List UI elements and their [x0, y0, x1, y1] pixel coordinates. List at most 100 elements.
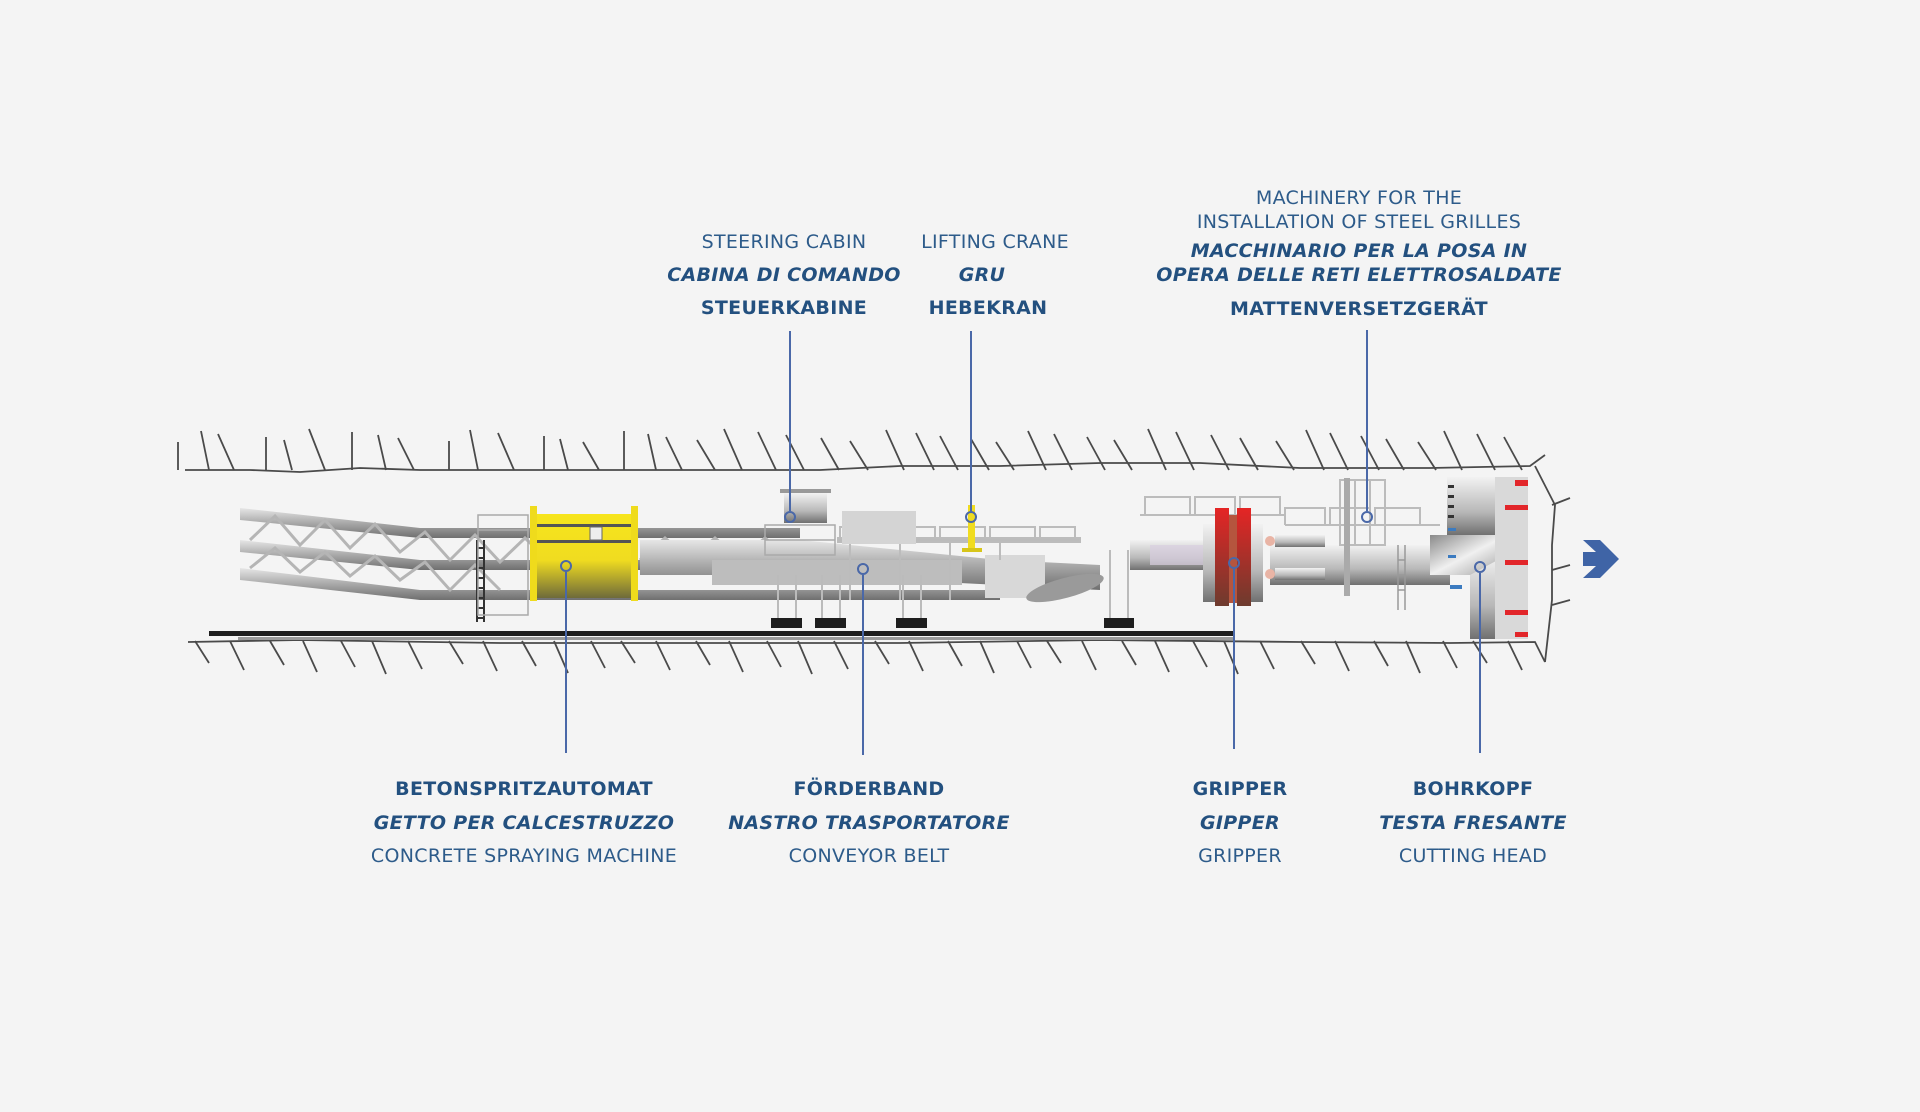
rock-hatch — [1147, 428, 1167, 471]
label-it: GETTO PER CALCESTRUZZO — [373, 812, 675, 834]
rock-hatch — [1239, 437, 1259, 471]
rock-hatch — [1192, 640, 1208, 668]
rock-hatch — [1334, 640, 1350, 672]
rock-hatch — [647, 433, 657, 471]
rock-hatch — [1275, 440, 1295, 471]
label-en: MACHINERY FOR THE — [1255, 187, 1463, 209]
rock-hatch — [885, 429, 905, 471]
rock-hatch — [728, 640, 744, 673]
rock-hatch — [833, 640, 849, 670]
label-concrete-spraying: BETONSPRITZAUTOMAT GETTO PER CALCESTRUZZ… — [371, 777, 677, 868]
label-en: GRIPPER — [1198, 845, 1282, 867]
rock-hatch — [1305, 429, 1325, 471]
label-cutting-head: BOHRKOPF TESTA FRESANTE CUTTING HEAD — [1379, 777, 1566, 868]
label-it: TESTA FRESANTE — [1379, 812, 1567, 834]
label-it: GIPPER — [1200, 812, 1280, 834]
label-en: CONCRETE SPRAYING MACHINE — [370, 845, 678, 867]
label-de: FÖRDERBAND — [793, 778, 945, 800]
rock-hatch — [407, 640, 423, 670]
label-gripper: GRIPPER GIPPER GRIPPER — [1193, 777, 1288, 868]
label-it: CABINA DI COMANDO — [667, 264, 901, 286]
tunnel-face — [1534, 465, 1571, 663]
rock-hatch — [1081, 640, 1097, 671]
label-de: HEBEKRAN — [928, 297, 1048, 319]
rock-hatch — [1210, 434, 1230, 471]
rock-hatch — [371, 640, 387, 675]
label-en: CONVEYOR BELT — [788, 845, 950, 867]
rock-hatch — [620, 640, 636, 664]
rock-hatch — [308, 428, 326, 471]
rock-hatch — [785, 434, 805, 471]
rock-hatch — [582, 441, 600, 471]
rock-hatch — [1417, 441, 1437, 471]
rock-hatch — [1503, 436, 1523, 471]
rock-hatch — [482, 640, 498, 672]
rock-hatch — [995, 441, 1015, 471]
rock-hatch — [757, 431, 777, 471]
rock-hatch — [229, 640, 245, 671]
rear-railings — [1140, 479, 1440, 546]
label-steel-grilles: MACHINERY FOR THE INSTALLATION OF STEEL … — [1156, 186, 1561, 321]
label-en: LIFTING CRANE — [921, 231, 1069, 253]
rock-hatch — [1300, 640, 1316, 665]
label-it: OPERA DELLE RETI ELETTROSALDATE — [1156, 264, 1562, 286]
rock-hatch — [947, 640, 963, 667]
rock-hatch — [1053, 433, 1073, 471]
label-conveyor-belt: FÖRDERBAND NASTRO TRASPORTATORE CONVEYOR… — [728, 777, 1010, 868]
rock-hatch — [939, 435, 959, 471]
rock-hatch — [269, 640, 285, 666]
label-de: STEUERKABINE — [700, 297, 868, 319]
bogies — [771, 550, 1134, 628]
rail — [209, 631, 1234, 636]
rock-hatch — [1223, 640, 1239, 675]
conveyor-belt — [640, 540, 1100, 598]
rock-hatch — [1476, 433, 1496, 471]
rock-hatch — [1329, 432, 1349, 471]
rock-hatch — [970, 438, 990, 471]
rock-hatch — [200, 430, 210, 471]
rock-hatch — [1113, 439, 1133, 471]
label-lifting-crane: LIFTING CRANE GRU HEBEKRAN — [921, 230, 1069, 320]
rock-hatch — [497, 432, 515, 471]
label-steering-cabin: STEERING CABIN CABINA DI COMANDO STEUERK… — [667, 230, 901, 320]
label-it: MACCHINARIO PER LA POSA IN — [1190, 240, 1528, 262]
rock-hatch — [397, 437, 415, 471]
arrow-right-icon — [1583, 540, 1619, 578]
rock-hatch — [915, 432, 935, 471]
label-de: BOHRKOPF — [1412, 778, 1534, 800]
rock-hatch — [696, 439, 716, 471]
rock-hatch — [1027, 430, 1047, 471]
rock-hatch — [1175, 431, 1195, 471]
rock-hatch — [1385, 438, 1405, 471]
rock-hatch — [1259, 640, 1275, 670]
rock-hatch — [766, 640, 782, 668]
rock-hatch — [559, 438, 569, 471]
label-en: CUTTING HEAD — [1398, 845, 1548, 867]
rock-hatch — [1443, 430, 1463, 471]
rock-hatch — [665, 436, 683, 471]
rock-hatch — [217, 433, 235, 471]
rock-hatch — [908, 640, 924, 672]
rock-hatch — [469, 429, 479, 471]
rock-hatch — [1405, 640, 1421, 674]
rock-hatch — [1507, 640, 1523, 671]
rock-hatch — [1086, 436, 1106, 471]
label-en: INSTALLATION OF STEEL GRILLES — [1196, 211, 1522, 233]
rock-hatch — [194, 640, 210, 664]
rock-hatch — [979, 640, 995, 674]
rock-hatch — [1373, 640, 1389, 667]
label-en: STEERING CABIN — [701, 231, 867, 253]
rock-hatch — [874, 640, 890, 665]
rock-hatch — [849, 440, 869, 471]
platform — [837, 526, 1081, 600]
rock-hatch — [377, 434, 387, 471]
gripper — [1203, 508, 1325, 606]
label-de: BETONSPRITZAUTOMAT — [395, 778, 653, 800]
leader-lines — [560, 330, 1486, 755]
rock-hatch — [1360, 435, 1380, 471]
rock-hatch — [302, 640, 318, 673]
rock-hatch — [797, 640, 813, 675]
rock-hatch — [283, 439, 293, 471]
tunnel-floor — [187, 639, 1546, 675]
